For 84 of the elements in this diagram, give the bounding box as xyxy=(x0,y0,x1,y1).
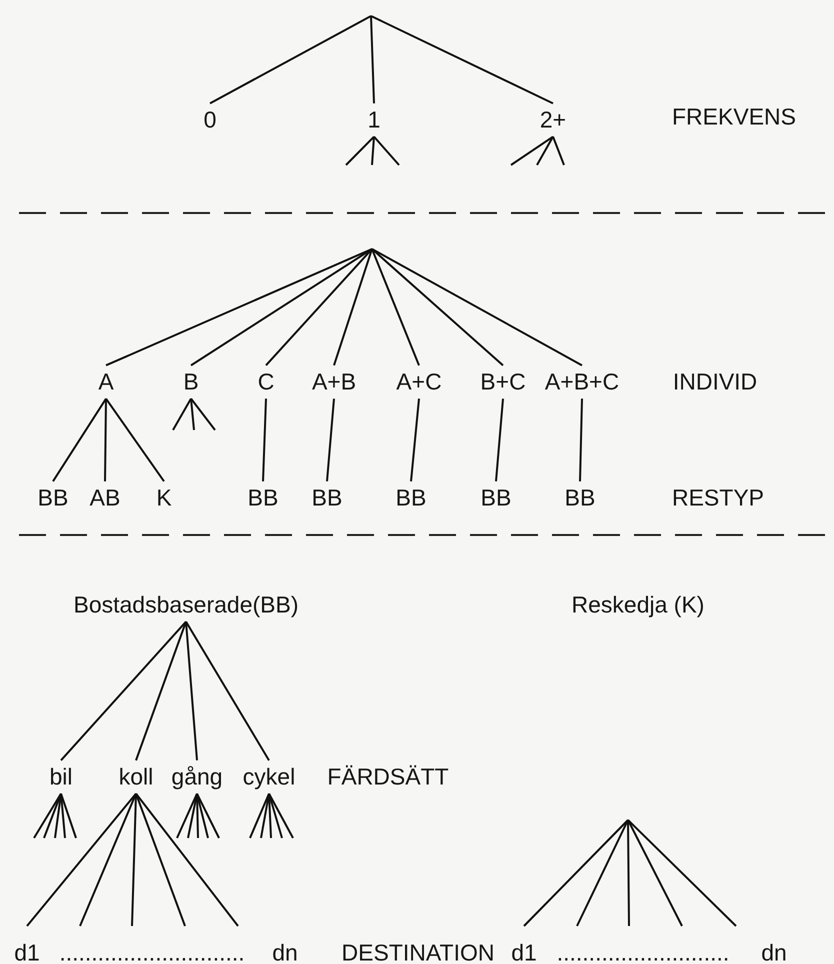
branch-line xyxy=(262,398,267,482)
node-label: Bostadsbaserade(BB) xyxy=(72,588,300,622)
branch-line xyxy=(372,248,582,366)
text-label: dn xyxy=(760,938,788,964)
branch-line xyxy=(135,793,186,926)
text-label: FÄRDSÄTT xyxy=(326,762,450,792)
branch-line xyxy=(43,793,62,838)
branch-line xyxy=(373,136,400,166)
text-label: ............................. xyxy=(58,938,246,964)
branch-line xyxy=(131,794,137,926)
branch-line xyxy=(106,248,372,366)
branch-line xyxy=(54,794,62,838)
branch-line xyxy=(579,398,583,482)
branch-line xyxy=(370,16,375,104)
text-label: FREKVENS xyxy=(671,102,797,132)
node-label: BB xyxy=(246,481,280,515)
branch-line xyxy=(26,793,137,927)
node-label: 1 xyxy=(366,103,382,137)
branch-line xyxy=(135,793,239,927)
node-label: BB xyxy=(394,481,428,515)
branch-line xyxy=(176,793,198,838)
node-label: A+C xyxy=(394,365,444,399)
branch-line xyxy=(268,793,283,838)
branch-line xyxy=(210,15,372,104)
node-label: C xyxy=(256,365,276,399)
node-label: Reskedja (K) xyxy=(570,588,706,622)
branch-line xyxy=(495,398,504,482)
branch-line xyxy=(371,248,420,366)
branch-line xyxy=(172,398,192,430)
node-label: B xyxy=(181,365,201,399)
node-label: BB xyxy=(310,481,344,515)
node-label: 0 xyxy=(202,103,218,137)
node-label: A+B xyxy=(310,365,358,399)
branch-line xyxy=(79,793,137,926)
branch-line xyxy=(536,136,554,166)
node-label: BB xyxy=(478,481,514,515)
branch-line xyxy=(510,136,554,166)
node-label: gång xyxy=(169,760,225,794)
branch-line xyxy=(260,793,270,838)
branch-line xyxy=(135,621,187,761)
branch-line xyxy=(265,248,373,366)
branch-line xyxy=(104,398,107,482)
branch-line xyxy=(187,793,198,838)
branch-line xyxy=(196,793,220,838)
text-label: INDIVID xyxy=(672,367,758,396)
branch-line xyxy=(345,136,375,166)
branch-line xyxy=(60,620,187,762)
branch-line xyxy=(196,793,209,838)
node-label: B+C xyxy=(478,365,528,399)
branch-line xyxy=(105,398,165,482)
branch-line xyxy=(268,793,294,838)
node-label: A xyxy=(96,365,116,399)
branch-line xyxy=(60,793,77,838)
branch-line xyxy=(190,398,195,430)
text-label: d1 xyxy=(510,938,538,964)
branch-line xyxy=(190,398,216,431)
node-label: BB xyxy=(562,481,598,515)
text-label: ........................... xyxy=(556,938,730,964)
node-label: AB xyxy=(88,481,122,515)
node-label: 2+ xyxy=(538,103,568,137)
branch-line xyxy=(371,248,504,366)
text-label: RESTYP xyxy=(670,483,766,512)
node-label: bil xyxy=(48,760,74,794)
branch-line xyxy=(185,621,270,761)
node-label: koll xyxy=(116,760,156,794)
node-label: A+B+C xyxy=(542,365,622,399)
branch-line xyxy=(333,248,373,366)
branch-line xyxy=(249,793,270,838)
branch-line xyxy=(371,136,375,166)
branch-line xyxy=(185,622,198,760)
branch-line xyxy=(52,398,107,482)
branch-line xyxy=(370,15,554,104)
node-label: BB xyxy=(36,481,70,515)
node-label: cykel xyxy=(240,760,298,794)
branch-line xyxy=(33,793,62,839)
text-label: dn xyxy=(271,938,299,964)
branch-line xyxy=(326,398,335,482)
branch-line xyxy=(410,398,420,482)
node-label: K xyxy=(154,481,174,515)
text-label: DESTINATION xyxy=(340,938,496,964)
branch-line xyxy=(552,136,565,166)
branch-line xyxy=(60,794,66,838)
branch-line xyxy=(190,248,373,366)
text-label: d1 xyxy=(13,938,41,964)
